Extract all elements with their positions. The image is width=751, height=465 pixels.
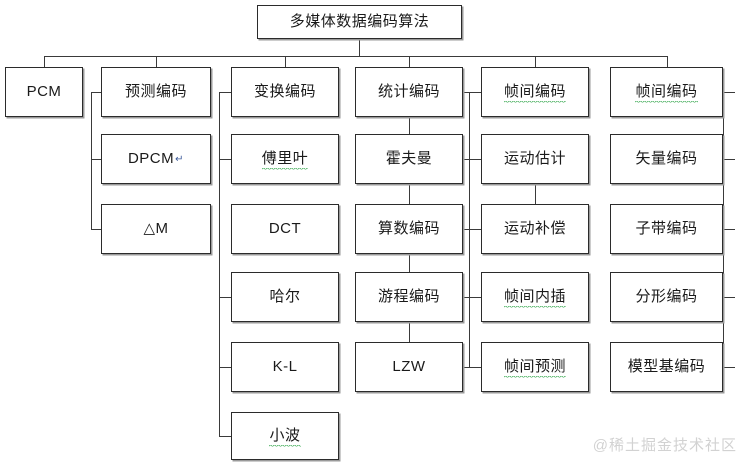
tree-node-c3r4: 哈尔	[231, 272, 339, 322]
connector-line	[91, 92, 101, 93]
node-label: 预测编码	[124, 83, 187, 100]
tree-node-c6r3: 子带编码	[610, 204, 723, 254]
tree-node-c5r3: 运动补偿	[481, 204, 589, 254]
connector-line	[44, 56, 45, 67]
connector-line	[219, 297, 231, 298]
paragraph-mark-icon: ↵	[175, 153, 185, 165]
tree-node-c2r1: 预测编码	[101, 67, 211, 117]
tree-node-c6r4: 分形编码	[610, 272, 723, 322]
connector-line	[91, 159, 101, 160]
node-label: DPCM	[127, 150, 175, 167]
tree-node-c5r5: 帧间预测	[481, 342, 589, 392]
connector-line	[409, 184, 410, 204]
node-label: 帧间预测	[503, 358, 567, 378]
tree-node-c1r1: PCM	[5, 67, 83, 117]
connector-line	[44, 56, 667, 57]
connector-line	[219, 436, 231, 437]
connector-line	[219, 159, 231, 160]
tree-node-c3r1: 变换编码	[231, 67, 339, 117]
connector-line	[535, 184, 536, 204]
root-node: 多媒体数据编码算法	[257, 5, 462, 39]
node-label: 多媒体数据编码算法	[289, 13, 430, 30]
tree-node-c5r2: 运动估计	[481, 134, 589, 184]
connector-line	[535, 56, 536, 67]
tree-node-c3r6: 小波	[231, 412, 339, 460]
node-label: K-L	[272, 358, 298, 375]
node-label: 子带编码	[635, 220, 698, 237]
node-label: DCT	[268, 220, 302, 237]
tree-node-c4r5: LZW	[355, 342, 463, 392]
node-label: 帧间编码	[503, 83, 567, 103]
connector-line	[723, 159, 735, 160]
tree-node-c2r3: △M	[101, 204, 211, 254]
connector-line	[463, 92, 481, 93]
tree-node-c3r3: DCT	[231, 204, 339, 254]
connector-line	[91, 229, 101, 230]
connector-line	[219, 92, 220, 436]
node-label: 分形编码	[635, 288, 698, 305]
connector-line	[723, 297, 735, 298]
node-label: 小波	[269, 427, 301, 447]
connector-line	[723, 92, 735, 93]
node-label: PCM	[26, 83, 62, 100]
connector-line	[285, 56, 286, 67]
tree-node-c4r1: 统计编码	[355, 67, 463, 117]
connector-line	[463, 297, 481, 298]
tree-node-c4r2: 霍夫曼	[355, 134, 463, 184]
tree-node-c6r1: 帧间编码	[610, 67, 723, 117]
connector-line	[463, 367, 481, 368]
node-label: 统计编码	[377, 83, 440, 100]
node-label: 傅里叶	[261, 150, 309, 170]
connector-line	[723, 229, 735, 230]
node-label: LZW	[392, 358, 426, 375]
tree-node-c6r5: 模型基编码	[610, 342, 723, 392]
node-label: 变换编码	[253, 83, 316, 100]
connector-line	[409, 322, 410, 342]
tree-node-c5r4: 帧间内插	[481, 272, 589, 322]
node-label: 帧间内插	[503, 288, 567, 308]
connector-line	[409, 254, 410, 272]
connector-line	[667, 56, 668, 67]
connector-line	[463, 159, 481, 160]
node-label: △M	[143, 220, 169, 237]
tree-node-c3r2: 傅里叶	[231, 134, 339, 184]
tree-node-c5r1: 帧间编码	[481, 67, 589, 117]
node-label: 算数编码	[377, 220, 440, 237]
node-label: 矢量编码	[635, 150, 698, 167]
node-label: 哈尔	[269, 288, 301, 305]
node-label: 游程编码	[377, 288, 440, 305]
tree-node-c3r5: K-L	[231, 342, 339, 392]
connector-line	[359, 39, 360, 56]
tree-node-c2r2: DPCM↵	[101, 134, 211, 184]
tree-node-c4r3: 算数编码	[355, 204, 463, 254]
connector-line	[219, 92, 231, 93]
node-label: 霍夫曼	[385, 150, 433, 167]
connector-line	[723, 367, 735, 368]
connector-line	[156, 56, 157, 67]
connector-line	[463, 229, 481, 230]
watermark: @稀土掘金技术社区	[592, 437, 737, 454]
tree-node-c4r4: 游程编码	[355, 272, 463, 322]
node-label: 模型基编码	[627, 358, 706, 375]
connector-line	[91, 92, 92, 229]
tree-node-c6r2: 矢量编码	[610, 134, 723, 184]
node-label: 运动估计	[503, 150, 566, 167]
connector-line	[219, 367, 231, 368]
connector-line	[409, 117, 410, 134]
connector-line	[409, 56, 410, 67]
node-label: 帧间编码	[635, 83, 698, 103]
node-label: 运动补偿	[503, 220, 566, 237]
